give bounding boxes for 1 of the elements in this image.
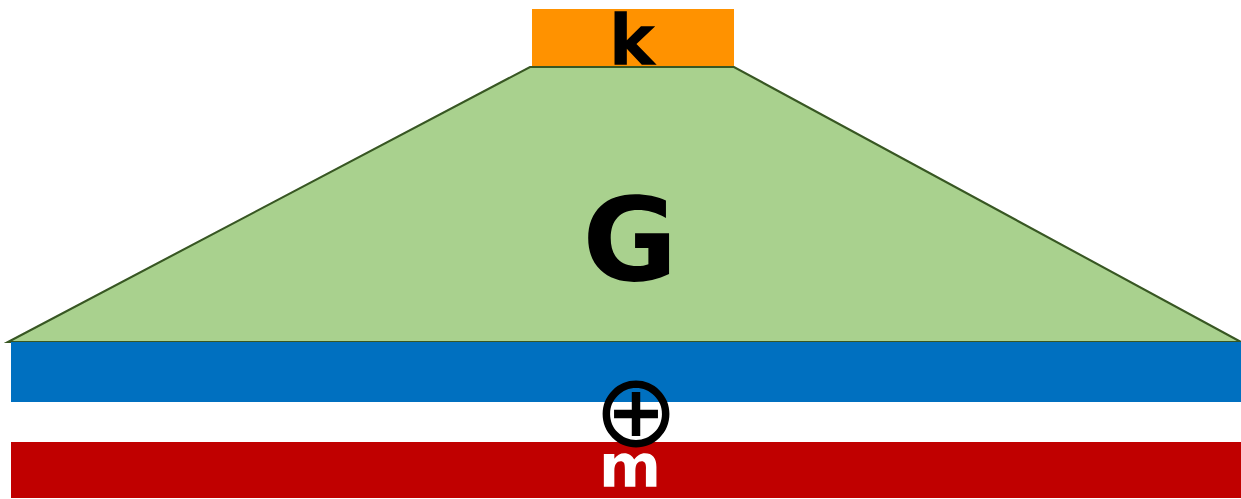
label-box: k: [532, 9, 734, 67]
